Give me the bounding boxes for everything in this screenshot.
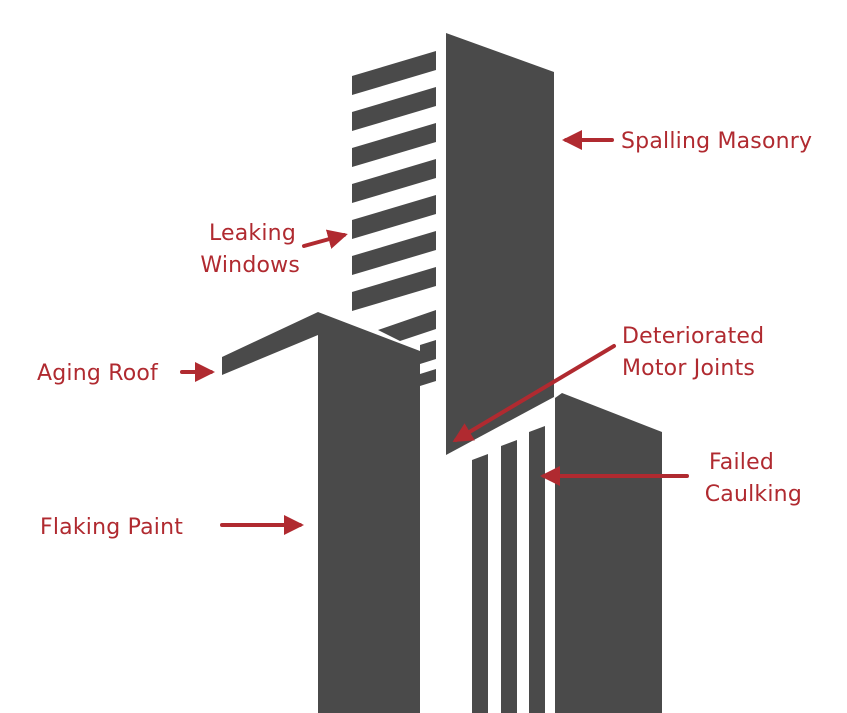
label-failed-caulking-2: Caulking: [705, 482, 802, 507]
tall-tower-window-strips: [352, 51, 436, 386]
label-leaking-windows-2: Windows: [200, 253, 300, 278]
caulking-strips: [472, 426, 545, 713]
label-deteriorated-1: Deteriorated: [622, 324, 764, 349]
label-aging-roof: Aging Roof: [37, 361, 159, 386]
building-illustration: [222, 33, 662, 713]
arrow-leaking-windows: [302, 229, 348, 249]
left-building: [222, 312, 420, 713]
callout-arrows: [180, 130, 689, 535]
label-failed-caulking-1: Failed: [709, 450, 774, 475]
tall-tower: [446, 33, 554, 455]
right-building: [555, 393, 662, 713]
arrow-deteriorated-joints: [452, 344, 616, 443]
callout-labels: Spalling Masonry Leaking Windows Aging R…: [37, 129, 812, 540]
label-leaking-windows-1: Leaking: [209, 221, 296, 246]
label-spalling-masonry: Spalling Masonry: [621, 129, 812, 154]
label-deteriorated-2: Motor Joints: [622, 356, 755, 381]
label-flaking-paint: Flaking Paint: [40, 515, 183, 540]
